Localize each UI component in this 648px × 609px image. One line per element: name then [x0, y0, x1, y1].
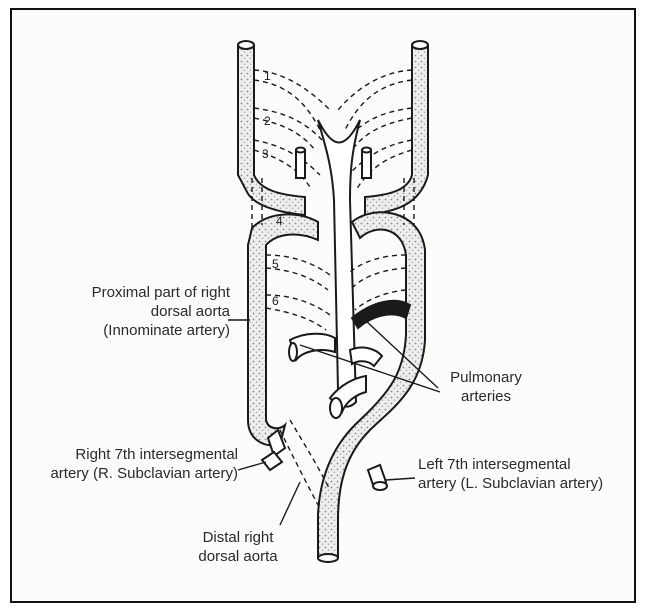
right-dorsal-aorta-proximal	[248, 214, 318, 445]
label-distal-right-dorsal-aorta: Distal right dorsal aorta	[178, 528, 298, 566]
label-right-7th-intersegmental: Right 7th intersegmental artery (R. Subc…	[20, 445, 238, 483]
arch-number-4: 4	[276, 214, 283, 228]
label-line: artery (R. Subclavian artery)	[20, 464, 238, 483]
label-line: dorsal aorta	[40, 302, 230, 321]
label-line: Pulmonary	[436, 368, 536, 387]
label-line: Left 7th intersegmental	[418, 455, 630, 474]
label-pulmonary-arteries: Pulmonary arteries	[436, 368, 536, 406]
label-line: Proximal part of right	[40, 283, 230, 302]
label-line: (Innominate artery)	[40, 321, 230, 340]
label-line: arteries	[436, 387, 536, 406]
arch-number-3: 3	[262, 147, 269, 161]
left-aortic-arch	[318, 212, 425, 562]
arch-number-1: 1	[264, 69, 271, 83]
label-line: dorsal aorta	[178, 547, 298, 566]
label-line: artery (L. Subclavian artery)	[418, 474, 630, 493]
label-line: Distal right	[178, 528, 298, 547]
label-line: Right 7th intersegmental	[20, 445, 238, 464]
arch-number-2: 2	[264, 114, 271, 128]
label-left-7th-intersegmental: Left 7th intersegmental artery (L. Subcl…	[418, 455, 630, 493]
arch-number-6: 6	[272, 294, 279, 308]
arch-number-5: 5	[272, 257, 279, 271]
label-proximal-right-dorsal-aorta: Proximal part of right dorsal aorta (Inn…	[40, 283, 230, 340]
